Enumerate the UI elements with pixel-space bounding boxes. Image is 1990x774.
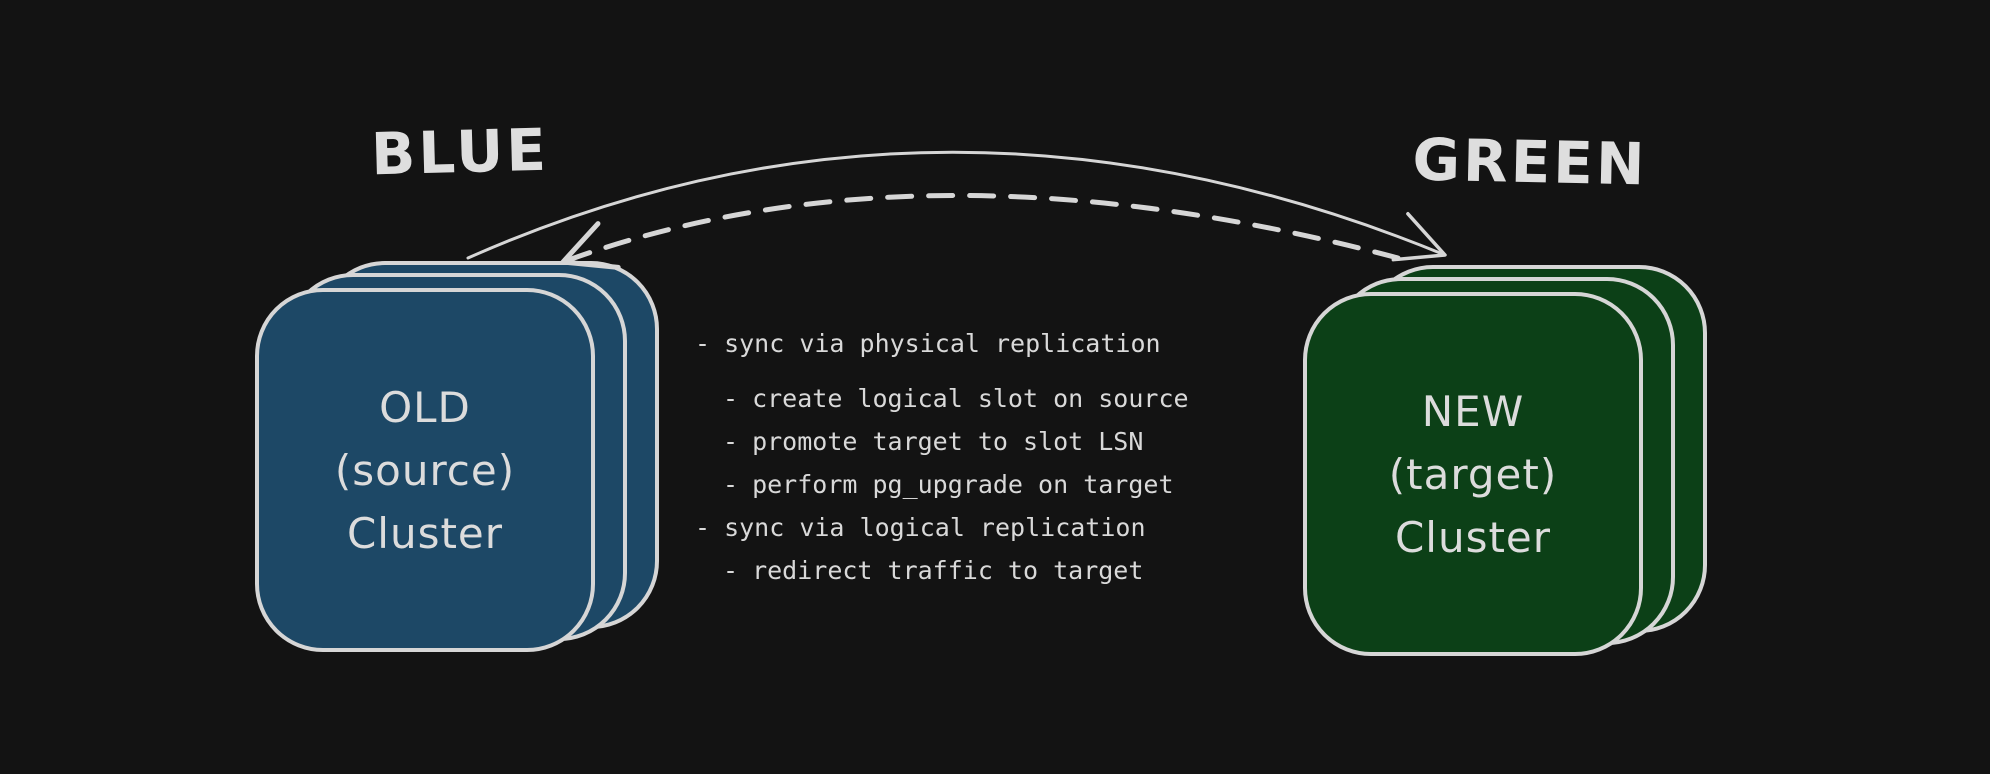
step-text: perform pg_upgrade on target: [752, 470, 1174, 499]
step-text: redirect traffic to target: [752, 556, 1144, 585]
blue-cluster-label-line3: Cluster: [346, 508, 504, 558]
step-sync-logical: - sync via logical replication: [695, 506, 1189, 549]
green-cluster-label-line2: (target): [1388, 449, 1558, 499]
step-bullet: -: [723, 556, 739, 585]
arrow-blue-to-green-solid: [466, 150, 1447, 262]
step-bullet: -: [695, 513, 711, 542]
blue-cluster-label-line1: OLD: [379, 382, 471, 432]
step-sync-physical: - sync via physical replication: [695, 322, 1189, 365]
step-create-slot: - create logical slot on source: [723, 377, 1189, 420]
step-text: sync via logical replication: [724, 513, 1146, 542]
step-text: sync via physical replication: [724, 329, 1161, 358]
blue-cluster-stack: OLD (source) Cluster: [255, 258, 665, 656]
step-promote-target: - promote target to slot LSN: [723, 420, 1189, 463]
green-cluster-label-line3: Cluster: [1394, 512, 1552, 562]
green-title: GREEN: [1411, 125, 1649, 199]
migration-steps-list: - sync via physical replication - create…: [695, 322, 1189, 592]
step-bullet: -: [723, 470, 739, 499]
step-text: create logical slot on source: [752, 384, 1189, 413]
green-cluster-box: NEW (target) Cluster: [1303, 292, 1643, 656]
step-bullet: -: [723, 427, 739, 456]
blue-cluster-box: OLD (source) Cluster: [255, 288, 595, 652]
step-text: promote target to slot LSN: [752, 427, 1144, 456]
step-bullet: -: [695, 329, 711, 358]
step-bullet: -: [723, 384, 739, 413]
green-cluster-label-line1: NEW: [1421, 386, 1525, 436]
blue-cluster-label-line2: (source): [334, 445, 516, 495]
green-cluster-stack: NEW (target) Cluster: [1303, 262, 1713, 660]
step-pg-upgrade: - perform pg_upgrade on target: [723, 463, 1189, 506]
step-redirect-traffic: - redirect traffic to target: [723, 549, 1189, 592]
arrow-green-to-blue-dashed: [560, 193, 1401, 270]
blue-title: BLUE: [370, 115, 550, 189]
